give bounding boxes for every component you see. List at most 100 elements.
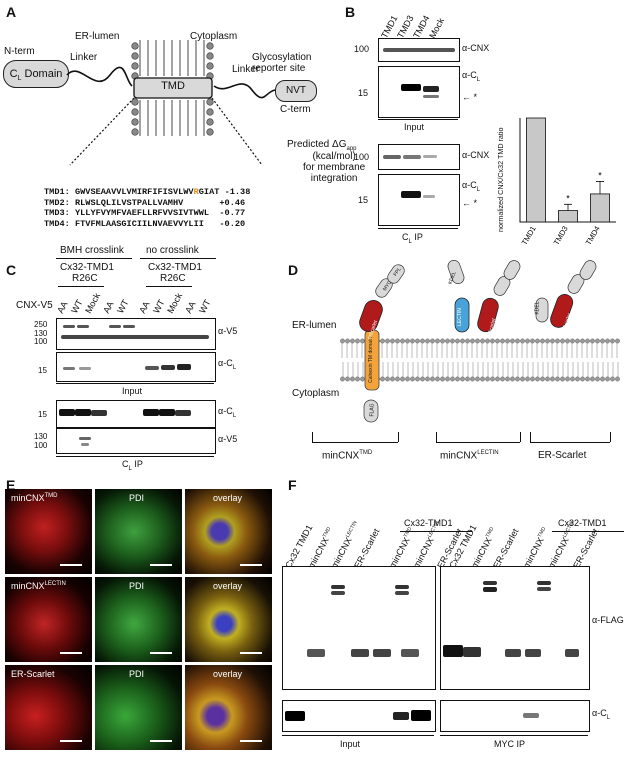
- nvt-box: NVT: [275, 80, 317, 102]
- blot-label: α-CL: [462, 180, 481, 193]
- tmd-row: TMD1: GWVSEAAVVLVMIRFIFISVLWVRGIAT -1.38: [44, 187, 251, 197]
- lane-label: WT: [197, 297, 213, 315]
- blot-input-cnx: [378, 38, 460, 62]
- tmd-sequence-table: TMD1: GWVSEAAVVLVMIRFIFISVLWVRGIAT -1.38…: [44, 187, 250, 229]
- blot-label: α-V5: [218, 326, 238, 336]
- panel-label-e: E: [6, 477, 16, 493]
- linker-label: Linker: [70, 52, 98, 63]
- tmd-row: TMD2: RLWSLQLILVSTPALLVAMHV +0.46: [44, 197, 246, 208]
- mw-marker: 100: [354, 152, 370, 162]
- mw-marker: 100: [354, 44, 370, 54]
- nterm-label: N-term: [4, 46, 35, 57]
- blot-label: α-CNX: [462, 150, 490, 160]
- panel-label-c: C: [6, 262, 17, 278]
- significance-mark: *: [598, 170, 602, 180]
- lane-label: WT: [151, 297, 167, 315]
- significance-mark: *: [566, 193, 570, 203]
- blot-label: α-FLAG: [592, 615, 624, 625]
- micrograph-pdi: PDI: [95, 665, 182, 750]
- blot-ip-cnx: [378, 144, 460, 170]
- lane-label: AA: [137, 299, 152, 315]
- ip-label: CL IP: [402, 232, 423, 245]
- blot-ip-cl: [56, 400, 216, 428]
- panel-label-f: F: [288, 477, 297, 493]
- blot-label: α-CNX: [462, 43, 490, 53]
- error-bar: [564, 203, 572, 211]
- blot-ip-cl: [378, 174, 460, 226]
- cterm-label: C-term: [280, 104, 311, 115]
- lane-label: ER-Scarlet: [571, 526, 601, 570]
- header-cx32-tmd1: Cx32-TMD1: [404, 518, 453, 528]
- micrograph-minCNX-lectin: minCNXLECTIN: [5, 577, 92, 662]
- mw-marker: 15: [38, 366, 47, 375]
- mw-marker: 15: [38, 410, 47, 419]
- construct-er-scarlet: ER-Scarlet: [538, 450, 587, 461]
- construct-label: Cx32-TMD1: [60, 262, 114, 273]
- bar-TMD3: [558, 210, 579, 223]
- mw-marker: 130: [34, 432, 48, 441]
- blot-input-v5: [56, 318, 216, 350]
- blot-label: α-CL: [592, 708, 611, 721]
- mw-marker: 100: [34, 337, 48, 346]
- chart-ylabel: normalized CNX/Cx32 TMD ratio: [496, 127, 505, 232]
- tick-label: TMD3: [552, 225, 570, 247]
- lane-label: AA: [101, 299, 116, 315]
- blot-input-flag: [282, 566, 436, 690]
- blot-ip-flag: [440, 566, 590, 690]
- micrograph-minCNX-tmd: minCNXTMD: [5, 489, 92, 574]
- construct-minCNX-tmd: minCNXTMD: [322, 450, 373, 462]
- predicted-label: Predicted ΔGapp: [287, 139, 357, 152]
- lane-label: WT: [69, 297, 85, 315]
- chart-axis: [519, 118, 616, 223]
- construct-minCNX-lectin: minCNXLECTIN: [440, 450, 499, 462]
- bar-TMD1: [525, 117, 547, 223]
- arrow-star: ← *: [462, 92, 478, 102]
- flag-tag: FLAG: [369, 403, 376, 417]
- ip-label: MYC IP: [494, 739, 526, 749]
- nocross-label: no crosslink: [146, 245, 199, 256]
- panel-label-d: D: [288, 262, 299, 278]
- micrograph-overlay: overlay: [185, 489, 272, 574]
- input-label: Input: [122, 386, 143, 396]
- micrograph-overlay: overlay: [185, 665, 272, 750]
- construct-diagram: Calnexin TM domain: [340, 260, 620, 423]
- cl-domain: CL Domain: [3, 60, 69, 88]
- mw-marker: 15: [358, 195, 369, 205]
- linker-label-2: Linker: [232, 64, 260, 75]
- micrograph-pdi: PDI: [95, 489, 182, 574]
- mw-marker: 100: [34, 441, 48, 450]
- tmd-label: TMD: [161, 80, 185, 92]
- mutation-label: R26C: [72, 273, 98, 284]
- svg-text:Calnexin TM domain: Calnexin TM domain: [368, 337, 374, 383]
- cytoplasm-label: Cytoplasm: [190, 31, 238, 42]
- glyco-label: Glycosylation reporter site: [252, 52, 312, 74]
- lectin-tag: LECTIN: [456, 308, 463, 326]
- blot-label: α-CL: [218, 406, 237, 419]
- cytoplasm-label: Cytoplasm: [292, 388, 340, 399]
- tmd-row: TMD3: YLLYFVYMFVAEFLLRFVVSIVTWWL -0.77: [44, 208, 246, 218]
- kdel-tag: KDEL: [534, 301, 541, 315]
- error-bar: [596, 181, 604, 194]
- micrograph-overlay: overlay: [185, 577, 272, 662]
- bmh-label: BMH crosslink: [60, 245, 124, 256]
- micrograph-pdi: PDI: [95, 577, 182, 662]
- blot-input-cl: [378, 66, 460, 118]
- cnx-v5-label: CNX-V5: [16, 300, 53, 311]
- panel-label-b: B: [345, 4, 356, 20]
- blot-input-cl: [282, 700, 436, 732]
- construct-label: Cx32-TMD1: [148, 262, 202, 273]
- panel-label-a: A: [6, 4, 17, 20]
- er-lumen-label: ER-lumen: [75, 31, 120, 42]
- bar-TMD4: [590, 193, 611, 223]
- mw-marker: 130: [34, 329, 48, 338]
- predicted-unit: (kcal/mol) for membrane integration: [303, 151, 366, 184]
- arrow-star: ← *: [462, 198, 478, 208]
- bar-chart: TMD1*TMD3*TMD4: [519, 117, 616, 247]
- er-lumen-label: ER-lumen: [292, 320, 337, 331]
- mutation-label: R26C: [160, 273, 186, 284]
- membrane-diagram: [66, 40, 276, 166]
- micrograph-er-scarlet: ER-Scarlet: [5, 665, 92, 750]
- lane-label: AA: [183, 299, 198, 315]
- input-label: Input: [404, 122, 425, 132]
- blot-input-cl: [56, 352, 216, 382]
